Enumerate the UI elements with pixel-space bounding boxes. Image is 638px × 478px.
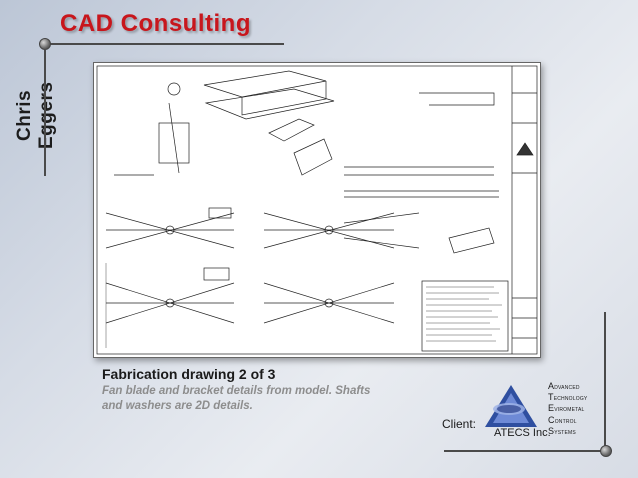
caption-heading: Fabrication drawing 2 of 3 bbox=[102, 366, 276, 382]
title-rule bbox=[46, 43, 284, 45]
acronym-line: Advanced bbox=[548, 381, 580, 391]
drawing-thumbnail bbox=[96, 65, 538, 355]
acronym-line: Systems bbox=[548, 425, 576, 436]
caption-body: Fan blade and bracket details from model… bbox=[102, 385, 371, 412]
knob-icon bbox=[39, 38, 51, 50]
author-name: Chris Eggers bbox=[14, 81, 57, 149]
acronym-line: Control bbox=[548, 414, 577, 425]
right-rule-vertical bbox=[604, 312, 606, 452]
acronym-line: Evirometal bbox=[548, 403, 585, 414]
client-label: Client: bbox=[442, 417, 477, 431]
logo-text: ATECS Inc. bbox=[494, 427, 551, 439]
fabrication-drawing bbox=[93, 62, 541, 358]
slide-title: CAD Consulting bbox=[60, 10, 251, 37]
atecs-logo-icon bbox=[481, 385, 541, 440]
client-acronym: Advanced Technology Evirometal Control S… bbox=[548, 381, 587, 437]
author-rule bbox=[44, 50, 46, 176]
knob-icon bbox=[600, 445, 612, 457]
right-rule-horizontal bbox=[444, 450, 606, 452]
acronym-line: Technology bbox=[548, 392, 588, 403]
